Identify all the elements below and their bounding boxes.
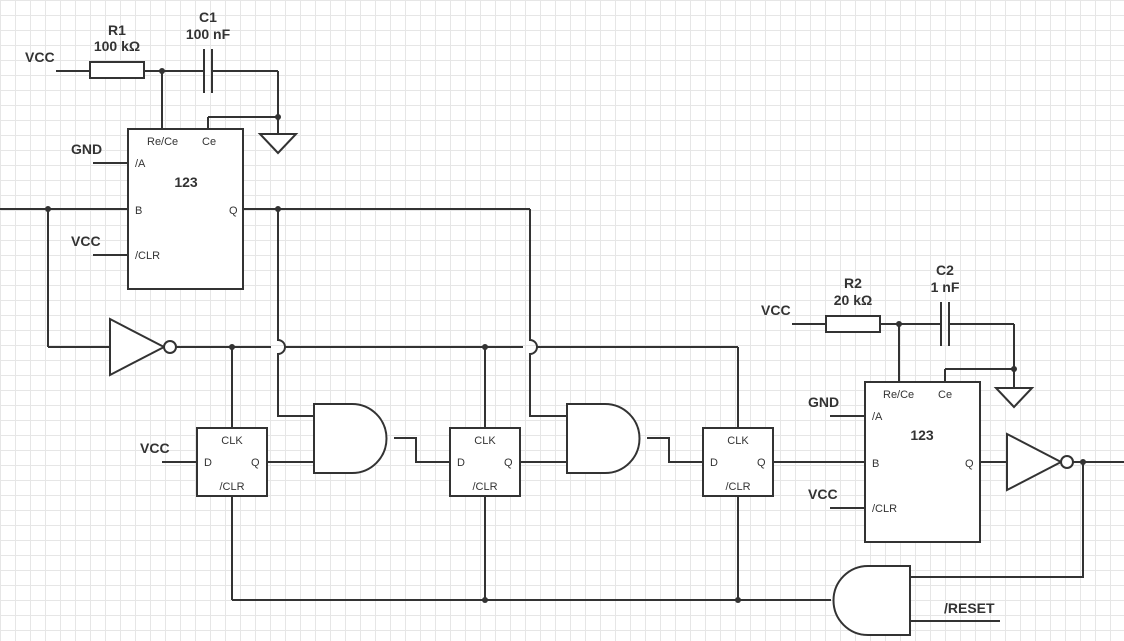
and-gate-1 xyxy=(313,403,388,474)
junction xyxy=(159,68,165,74)
pin-a: /A xyxy=(135,158,146,170)
pin-q: Q xyxy=(965,458,974,470)
and-gate-reset xyxy=(832,565,911,636)
pin-clk: CLK xyxy=(727,435,749,447)
wire xyxy=(647,437,703,463)
resistor-r2 xyxy=(825,315,881,333)
junction xyxy=(1011,366,1017,372)
pin-clr: /CLR xyxy=(472,481,497,493)
pin-d: D xyxy=(204,457,212,469)
flipflop-1: VCC CLK D Q /CLR xyxy=(140,427,314,497)
r2-ref: R2 xyxy=(844,275,862,291)
vcc-label-5: VCC xyxy=(808,486,838,502)
junction xyxy=(482,597,488,603)
c1-ref: C1 xyxy=(199,9,217,25)
gnd-label-2: GND xyxy=(808,394,839,410)
pin-q: Q xyxy=(757,457,766,469)
monostable-123-2 xyxy=(864,381,981,543)
pin-clr: /CLR xyxy=(872,503,897,515)
ground-symbol-1 xyxy=(257,133,299,155)
pin-rece: Re/Ce xyxy=(147,136,178,148)
resistor-r1 xyxy=(89,61,145,79)
flipflop-3: CLK D Q /CLR xyxy=(702,427,865,497)
pin-q: Q xyxy=(504,457,513,469)
vcc-label-1: VCC xyxy=(25,49,55,65)
junction xyxy=(275,114,281,120)
pin-rece: Re/Ce xyxy=(883,389,914,401)
clock-bus xyxy=(176,344,739,428)
clear-bus xyxy=(231,496,831,603)
input-stage xyxy=(0,206,177,377)
chip-label-123: 123 xyxy=(174,174,198,190)
wire-q-to-and1 xyxy=(277,209,314,417)
flipflop-2: CLK D Q /CLR xyxy=(449,427,567,497)
monostable-123-1 xyxy=(127,128,244,290)
reset-label: /RESET xyxy=(944,600,995,616)
pin-a: /A xyxy=(872,411,883,423)
pin-d: D xyxy=(710,457,718,469)
pin-q: Q xyxy=(251,457,260,469)
vcc-label-4: VCC xyxy=(761,302,791,318)
pin-q: Q xyxy=(229,205,238,217)
inverter-2-bubble xyxy=(1060,455,1074,469)
junction xyxy=(735,597,741,603)
pin-ce: Ce xyxy=(938,389,952,401)
ground-symbol-2 xyxy=(993,387,1035,409)
vcc-label-3: VCC xyxy=(140,440,170,456)
timing-network-2: VCC R2 20 kΩ C2 1 nF Re/Ce Ce /A 123 B Q… xyxy=(761,262,1124,578)
inverter-1 xyxy=(109,317,167,377)
c1-value: 100 nF xyxy=(186,26,231,42)
pin-b: B xyxy=(872,458,879,470)
inverter-1-bubble xyxy=(163,340,177,354)
r1-value: 100 kΩ xyxy=(94,38,140,54)
c2-value: 1 nF xyxy=(931,279,960,295)
timing-network-1: VCC R1 100 kΩ C1 100 nF Re/Ce Ce /A 123 … xyxy=(25,9,299,290)
r1-ref: R1 xyxy=(108,22,126,38)
wire-q-to-and2 xyxy=(529,209,567,417)
pin-clk: CLK xyxy=(221,435,243,447)
and-gate-1-group xyxy=(313,403,450,474)
wire xyxy=(394,437,450,463)
vcc-label-2: VCC xyxy=(71,233,101,249)
wire xyxy=(910,462,1084,578)
pin-clr: /CLR xyxy=(219,481,244,493)
q-bus xyxy=(243,206,567,417)
pin-clr: /CLR xyxy=(725,481,750,493)
pin-clk: CLK xyxy=(474,435,496,447)
d-flipflop-3 xyxy=(702,427,774,497)
inverter-2 xyxy=(1006,432,1064,492)
and-gate-2-group xyxy=(566,403,703,474)
pin-d: D xyxy=(457,457,465,469)
pin-ce: Ce xyxy=(202,136,216,148)
gnd-label-1: GND xyxy=(71,141,102,157)
and-gate-2 xyxy=(566,403,641,474)
junction xyxy=(896,321,902,327)
pin-clr: /CLR xyxy=(135,250,160,262)
r2-value: 20 kΩ xyxy=(834,292,872,308)
chip-label-123: 123 xyxy=(910,427,934,443)
reset-and-group: /RESET xyxy=(832,565,1000,636)
c2-ref: C2 xyxy=(936,262,954,278)
pin-b: B xyxy=(135,205,142,217)
